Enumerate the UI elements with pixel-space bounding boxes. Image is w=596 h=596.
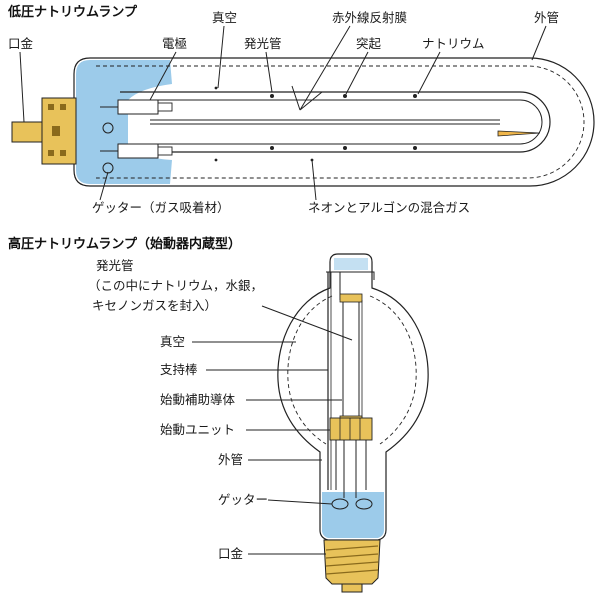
lp-dimples bbox=[214, 86, 417, 162]
hp-glass-neck bbox=[322, 492, 384, 538]
lp-label-base: 口金 bbox=[8, 36, 34, 51]
lp-electrode-bottom bbox=[100, 143, 173, 159]
lp-arc-tube-outer bbox=[120, 91, 551, 153]
hp-label-outer-bulb: 外管 bbox=[218, 452, 243, 467]
lp-electrode-top bbox=[100, 99, 173, 115]
hp-arc-tube-cap-top bbox=[339, 293, 363, 303]
lp-label-getter: ゲッター（ガス吸着材） bbox=[92, 200, 230, 215]
hp-starter-unit bbox=[329, 417, 373, 441]
lp-label-gas-mix: ネオンとアルゴンの混合ガス bbox=[308, 200, 470, 215]
hp-inner-contour-right bbox=[369, 295, 417, 445]
lp-glass-end bbox=[76, 60, 172, 184]
hp-inner-contour bbox=[287, 295, 333, 445]
hp-label-vacuum: 真空 bbox=[160, 334, 185, 349]
lp-base-pin bbox=[11, 121, 43, 143]
hp-top-dome bbox=[334, 258, 368, 270]
lp-label-electrode: 電極 bbox=[162, 36, 187, 51]
lp-outer-bulb-shape bbox=[73, 57, 595, 187]
lp-ir-film-line bbox=[96, 65, 585, 179]
lp-label-outer-bulb: 外管 bbox=[534, 10, 559, 25]
lp-label-sodium: ナトリウム bbox=[422, 36, 485, 51]
hp-arc-tube bbox=[342, 299, 360, 419]
hp-label-base: 口金 bbox=[218, 546, 244, 561]
lp-label-vacuum: 真空 bbox=[212, 10, 237, 25]
hp-label-starting-aid: 始動補助導体 bbox=[160, 392, 236, 407]
hp-label-arc-tube: 発光管 bbox=[96, 258, 134, 273]
hp-label-starter-unit: 始動ユニット bbox=[160, 422, 235, 437]
hp-base bbox=[323, 539, 381, 593]
hp-label-support-rod: 支持棒 bbox=[160, 362, 198, 377]
lp-arc-tube-inner bbox=[120, 99, 543, 145]
lp-label-ir-film: 赤外線反射膜 bbox=[332, 10, 407, 25]
high-pressure-lamp: 高圧ナトリウムランプ（始動器内蔵型） bbox=[8, 236, 429, 593]
hp-label-getter: ゲッター bbox=[218, 492, 268, 507]
high-pressure-title: 高圧ナトリウムランプ（始動器内蔵型） bbox=[8, 236, 241, 252]
lp-sodium-tip bbox=[497, 130, 541, 137]
lp-label-arc-tube: 発光管 bbox=[244, 36, 282, 51]
hp-label-arc-tube-note-1: （この中にナトリウム，水銀， bbox=[88, 278, 263, 293]
lp-base-holes bbox=[48, 104, 66, 156]
hp-stem-wires bbox=[335, 440, 367, 498]
low-pressure-lamp: 低圧ナトリウムランプ bbox=[7, 4, 595, 215]
lp-label-dimple: 突起 bbox=[356, 36, 382, 51]
low-pressure-title: 低圧ナトリウムランプ bbox=[7, 4, 138, 20]
hp-label-arc-tube-note-2: キセノンガスを封入） bbox=[92, 298, 217, 313]
